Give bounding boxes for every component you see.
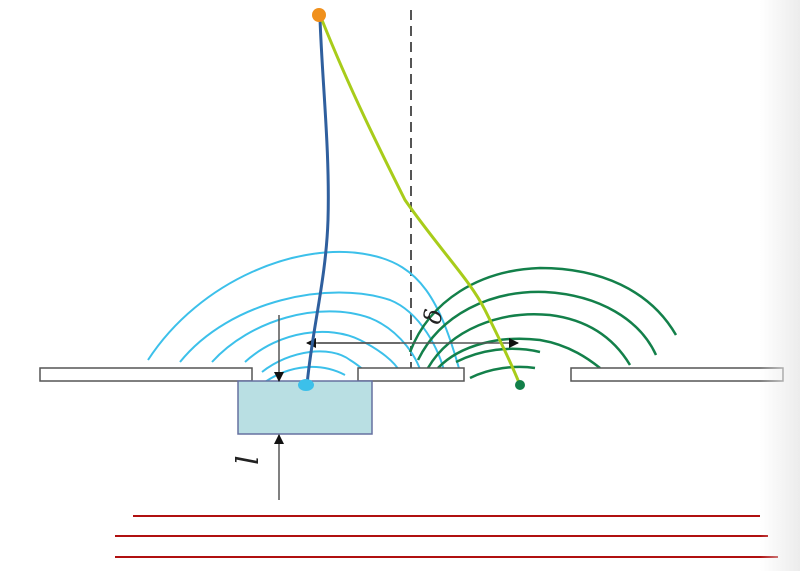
- length-label: l: [231, 455, 266, 465]
- gap-label: δ: [418, 307, 448, 326]
- plate-left: [39, 367, 253, 382]
- blue-wire: [305, 17, 330, 386]
- source-dot: [312, 8, 326, 22]
- blue-probe-dot: [298, 379, 314, 391]
- green-wire: [320, 19, 522, 386]
- left-field-lines: [147, 250, 461, 383]
- plate-right: [570, 367, 784, 382]
- plate-middle: [357, 367, 465, 382]
- green-probe-dot: [515, 380, 525, 390]
- right-field-lines: [408, 266, 678, 380]
- page-edge-shadow: [760, 0, 800, 571]
